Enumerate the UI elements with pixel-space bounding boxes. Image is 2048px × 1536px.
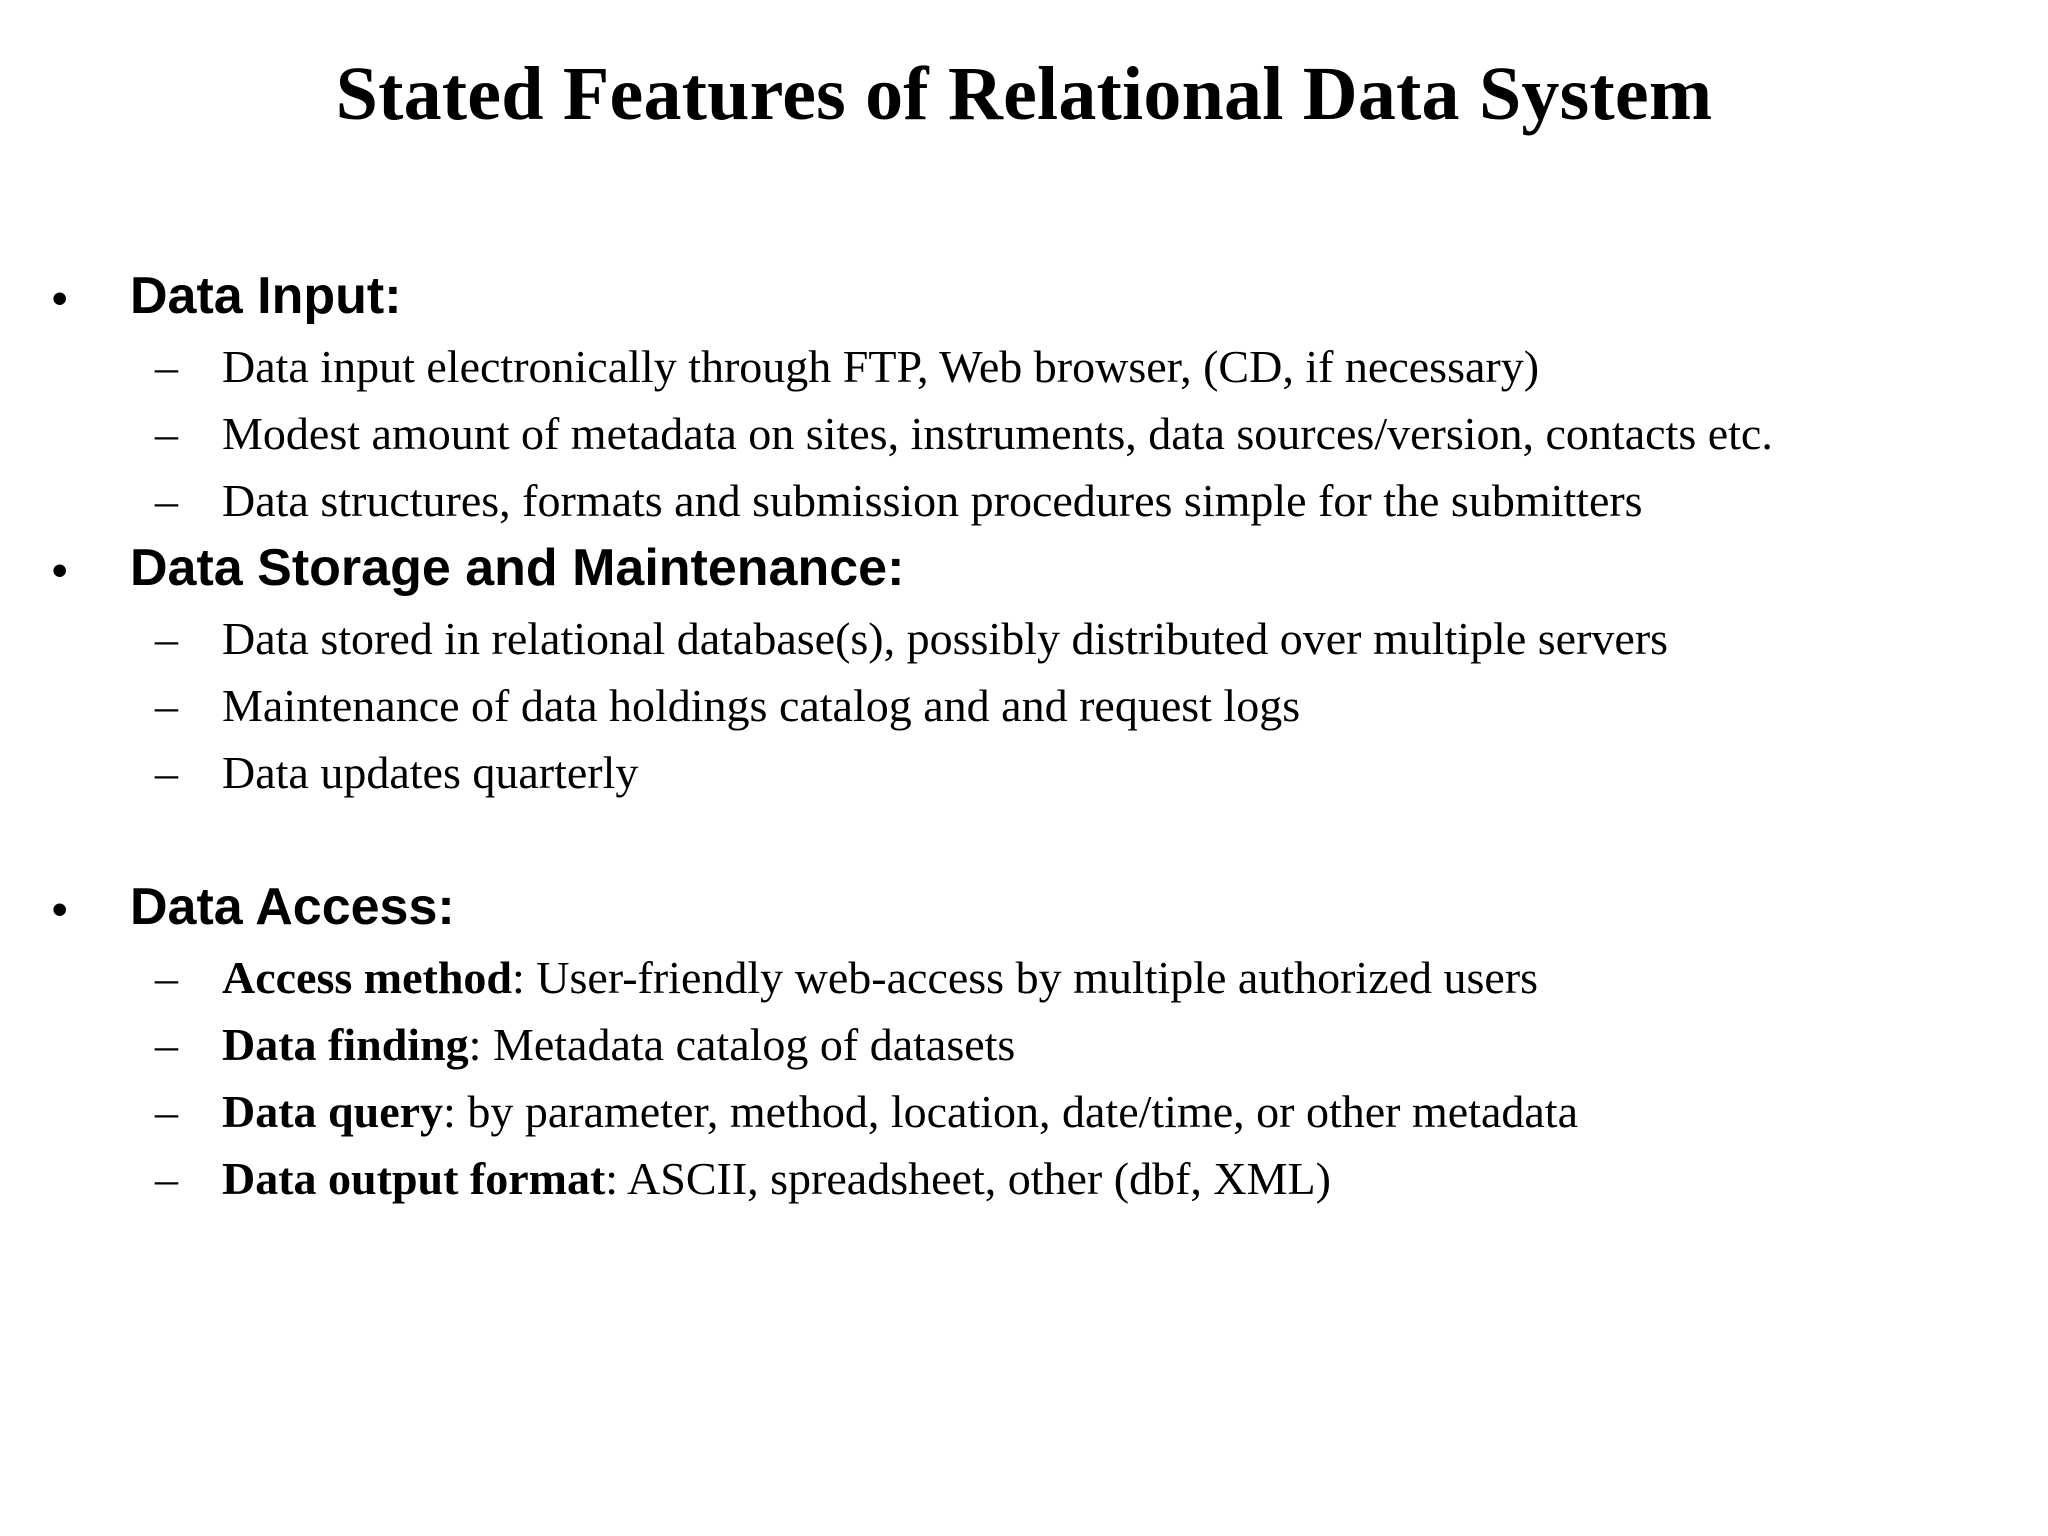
list-item-rest: : User-friendly web-access by multiple a…	[512, 952, 1539, 1003]
list-item-text: Data output format: ASCII, spreadsheet, …	[222, 1145, 1331, 1212]
bullet-level1-label: Data Input:	[130, 267, 402, 325]
list-item: – Modest amount of metadata on sites, in…	[0, 400, 2048, 467]
list-item: – Access method: User-friendly web-acces…	[0, 944, 2048, 1011]
list-item-rest: Modest amount of metadata on sites, inst…	[222, 408, 1773, 459]
list-item-rest: Data structures, formats and submission …	[222, 475, 1643, 526]
list-item-rest: : by parameter, method, location, date/t…	[443, 1086, 1578, 1137]
list-item-text: Data query: by parameter, method, locati…	[222, 1078, 1578, 1145]
list-item-text: Data structures, formats and submission …	[222, 467, 1643, 534]
list-item-lead: Access method	[222, 952, 512, 1003]
list-item-lead: Data finding	[222, 1019, 469, 1070]
list-item-rest: Data input electronically through FTP, W…	[222, 341, 1540, 392]
list-item-text: Data input electronically through FTP, W…	[222, 333, 1539, 400]
bullet-level1-data-access: • Data Access:	[0, 873, 2048, 944]
list-item-rest: Data updates quarterly	[222, 747, 639, 798]
page-title: Stated Features of Relational Data Syste…	[335, 52, 1713, 136]
dash-icon: –	[155, 747, 178, 798]
list-item-text: Data finding: Metadata catalog of datase…	[222, 1011, 1015, 1078]
list-item-text: Modest amount of metadata on sites, inst…	[222, 400, 1773, 467]
bullet-dot-icon: •	[52, 885, 68, 934]
list-item: – Data output format: ASCII, spreadsheet…	[0, 1145, 2048, 1212]
dash-icon: –	[155, 408, 178, 459]
bullet-level1-label: Data Access:	[130, 878, 455, 936]
bullet-level1-label: Data Storage and Maintenance:	[130, 539, 905, 597]
list-item-text: Maintenance of data holdings catalog and…	[222, 672, 1300, 739]
list-item-text: Data updates quarterly	[222, 739, 638, 806]
bullet-level1-data-storage-and-maintenance: • Data Storage and Maintenance:	[0, 534, 2048, 605]
list-item-lead: Data output format	[222, 1153, 606, 1204]
list-item: – Data stored in relational database(s),…	[0, 605, 2048, 672]
slide-body: • Data Input: – Data input electronicall…	[0, 262, 2048, 1212]
list-item: – Data query: by parameter, method, loca…	[0, 1078, 2048, 1145]
bullet-dot-icon: •	[52, 546, 68, 595]
list-item: – Data updates quarterly	[0, 739, 2048, 806]
dash-icon: –	[155, 1086, 178, 1137]
dash-icon: –	[155, 952, 178, 1003]
dash-icon: –	[155, 680, 178, 731]
dash-icon: –	[155, 1019, 178, 1070]
dash-icon: –	[155, 475, 178, 526]
list-item: – Maintenance of data holdings catalog a…	[0, 672, 2048, 739]
list-item-rest: : Metadata catalog of datasets	[468, 1019, 1016, 1070]
list-item-rest: Data stored in relational database(s), p…	[222, 613, 1669, 664]
list-item: – Data input electronically through FTP,…	[0, 333, 2048, 400]
list-item: – Data structures, formats and submissio…	[0, 467, 2048, 534]
dash-icon: –	[155, 1153, 178, 1204]
list-item-rest: Maintenance of data holdings catalog and…	[222, 680, 1301, 731]
list-item-lead: Data query	[222, 1086, 444, 1137]
dash-icon: –	[155, 341, 178, 392]
list-item-text: Access method: User-friendly web-access …	[222, 944, 1538, 1011]
list-item-text: Data stored in relational database(s), p…	[222, 605, 1668, 672]
list-item-rest: : ASCII, spreadsheet, other (dbf, XML)	[605, 1153, 1331, 1204]
dash-icon: –	[155, 613, 178, 664]
list-item: – Data finding: Metadata catalog of data…	[0, 1011, 2048, 1078]
blank-line-spacer	[0, 806, 2048, 873]
bullet-dot-icon: •	[52, 274, 68, 323]
bullet-level1-data-input: • Data Input:	[0, 262, 2048, 333]
